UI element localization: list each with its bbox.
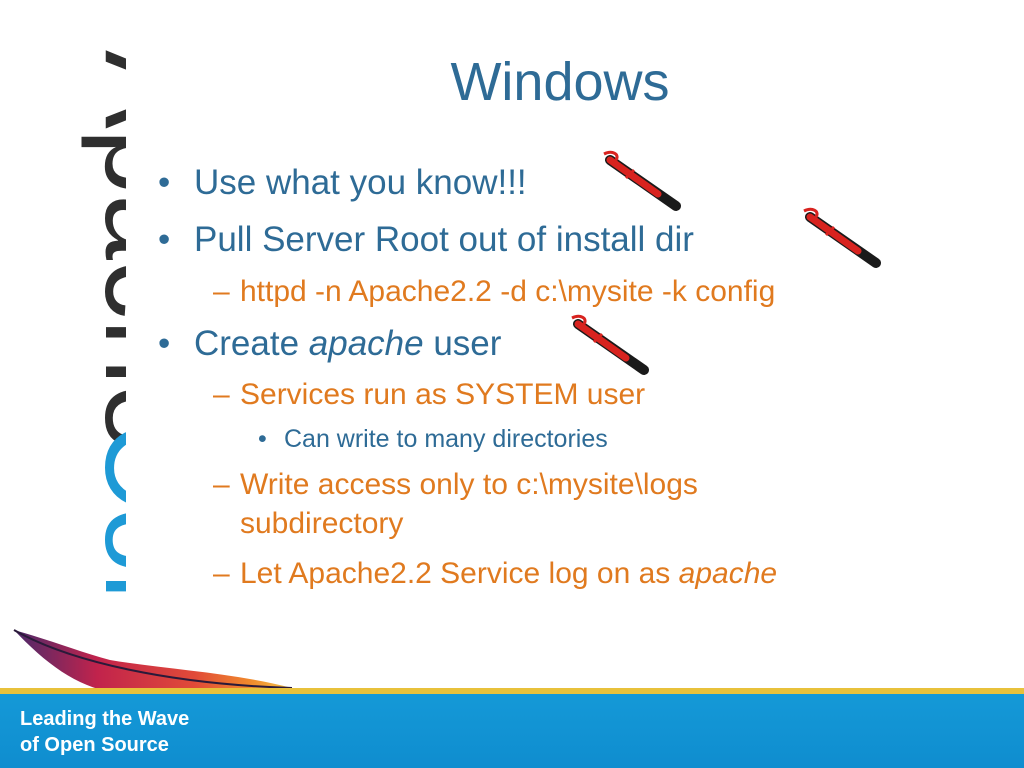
- dash-marker: –: [213, 557, 230, 590]
- sub-sub-bullet-item: • Can write to many directories: [258, 425, 608, 453]
- bullet-marker: •: [158, 220, 171, 259]
- sub-bullet-text: Let Apache2.2 Service log on as apache: [240, 557, 778, 590]
- pen-icon: [798, 205, 888, 275]
- bullet-item: • Create apache user: [158, 324, 501, 363]
- footer-tagline-line1: Leading the Wave: [20, 708, 190, 730]
- sub-sub-bullet-text: Can write to many directories: [284, 425, 608, 453]
- logo-con-text: Con: [80, 422, 126, 610]
- bullet-text: Use what you know!!!: [194, 163, 527, 202]
- pen-icon: [598, 148, 688, 218]
- logo-apache-text: Apache: [80, 50, 126, 450]
- sub-bullet-text: httpd -n Apache2.2 -d c:\mysite -k confi…: [240, 275, 776, 308]
- feather-icon: [10, 622, 300, 712]
- sub-bullet-text: Write access only to c:\mysite\logs: [240, 468, 698, 501]
- bullet-text: Pull Server Root out of install dir: [194, 220, 694, 259]
- bullet-marker: •: [258, 425, 267, 453]
- footer-tagline-line2: of Open Source: [20, 734, 169, 756]
- dash-marker: –: [213, 468, 230, 501]
- bullet-item: • Use what you know!!!: [158, 163, 527, 202]
- sub-bullet-item: – Let Apache2.2 Service log on as apache: [213, 557, 777, 590]
- slide-title: Windows: [450, 52, 670, 112]
- bullet-emphasis: apache: [678, 557, 778, 590]
- bullet-marker: •: [158, 163, 171, 202]
- bullet-list: • Use what you know!!! • Pull Server Roo…: [158, 163, 777, 590]
- sub-bullet-item: – Write access only to c:\mysite\logs: [213, 468, 698, 501]
- dash-marker: –: [213, 275, 230, 308]
- dash-marker: –: [213, 378, 230, 411]
- sub-bullet-continuation: subdirectory: [240, 507, 404, 540]
- bullet-text: Create apache user: [194, 324, 502, 363]
- footer-band: [0, 688, 1024, 768]
- bullet-emphasis: apache: [308, 324, 424, 363]
- sub-bullet-item: – httpd -n Apache2.2 -d c:\mysite -k con…: [213, 275, 775, 308]
- bullet-item: • Pull Server Root out of install dir: [158, 220, 694, 259]
- footer-stripe: [0, 688, 1024, 694]
- bullet-marker: •: [158, 324, 171, 363]
- sub-bullet-text: Services run as SYSTEM user: [240, 378, 646, 411]
- pen-icon: [566, 312, 656, 382]
- apachecon-logo: Apache Con: [6, 30, 126, 610]
- sub-bullet-item: – Services run as SYSTEM user: [213, 378, 645, 411]
- footer-tagline: Leading the Wave of Open Source: [20, 706, 189, 758]
